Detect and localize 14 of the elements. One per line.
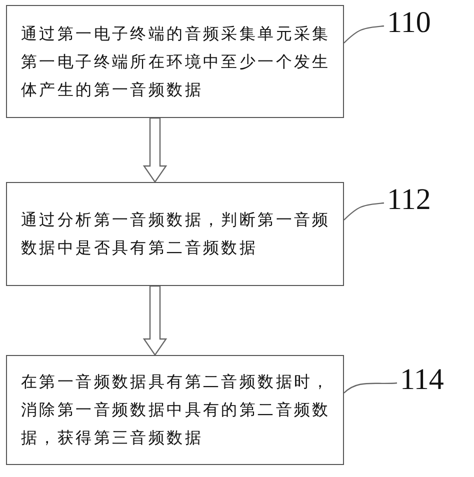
callout-number: 112: [387, 185, 431, 215]
process-box: [6, 355, 344, 465]
callout-number: 114: [400, 365, 444, 395]
step-text: 在第一音频数据具有第二音频数据时，消除第一音频数据中具有的第二音频数据，获得第三音频数据: [21, 371, 332, 449]
step-text: 通过分析第一音频数据，判断第一音频数据中是否具有第二音频数据: [21, 209, 332, 259]
leader-line: [344, 382, 398, 394]
callout-number: 110: [387, 8, 431, 38]
process-box: [6, 182, 344, 286]
hollow-arrow: [142, 285, 168, 356]
step-text: 通过第一电子终端的音频采集单元采集第一电子终端所在环境中至少一个发生体产生的第一音频数据: [21, 22, 332, 100]
hollow-arrow: [142, 117, 168, 184]
process-box: [6, 5, 344, 118]
leader-line: [344, 202, 384, 220]
leader-line: [344, 25, 384, 44]
